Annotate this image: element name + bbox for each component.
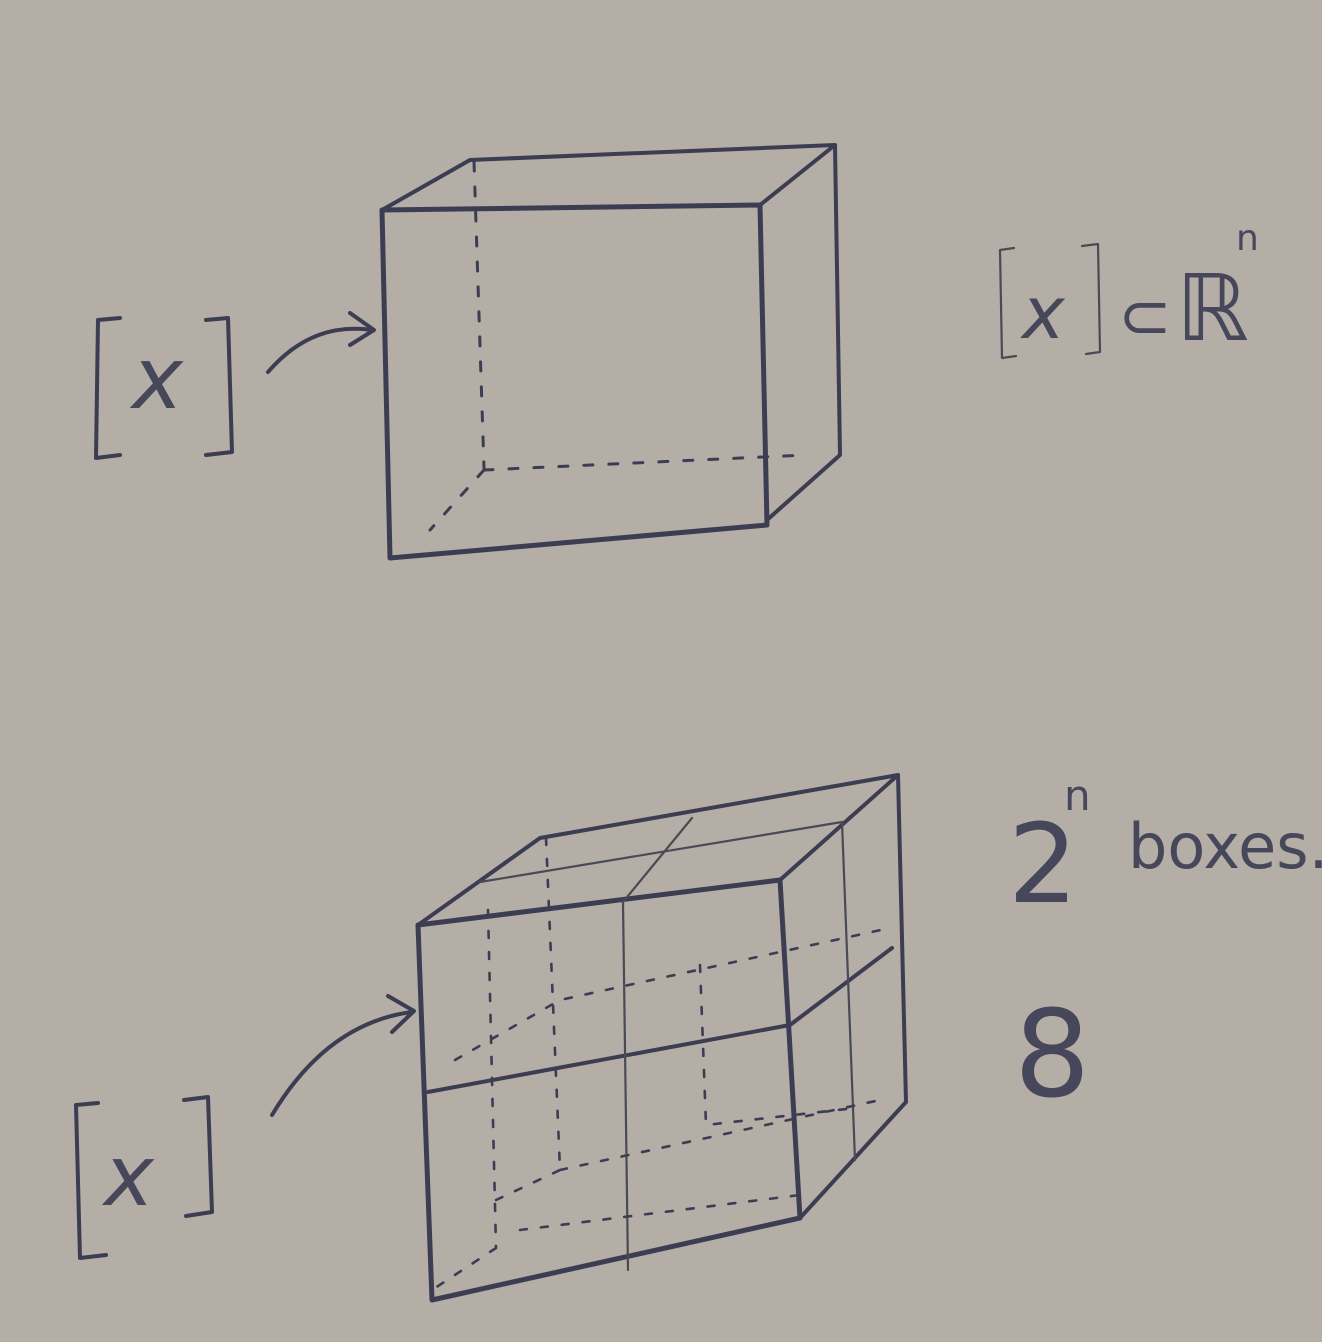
bottom-arrow (270, 1010, 414, 1117)
top-formula-exp: n (1236, 218, 1259, 259)
top-left-label-var: x (129, 329, 184, 429)
bottom-left-label-var: x (101, 1127, 155, 1225)
bottom-left-label: x (74, 1095, 214, 1260)
count-base: 2 (1008, 800, 1078, 928)
count-exp: n (1064, 771, 1091, 820)
top-formula-rel: ⊂ (1118, 280, 1172, 354)
top-box (379, 143, 842, 561)
bottom-diagram: x (74, 771, 1322, 1303)
top-arrow-head (348, 311, 376, 347)
top-formula: x ⊂ ℝ n (998, 218, 1259, 362)
example-value: 8 (1014, 986, 1090, 1125)
top-diagram: x x ⊂ ℝ n (94, 143, 1259, 561)
bottom-box (415, 773, 908, 1303)
top-formula-set: ℝ (1176, 255, 1249, 362)
top-left-label: x (94, 316, 234, 460)
bottom-arrow-head (386, 994, 416, 1034)
top-formula-var: x (1020, 271, 1066, 355)
count-word: boxes. (1128, 810, 1322, 883)
bottom-annotation: 2 n boxes. 8 (1008, 771, 1322, 1125)
top-arrow (266, 326, 374, 374)
